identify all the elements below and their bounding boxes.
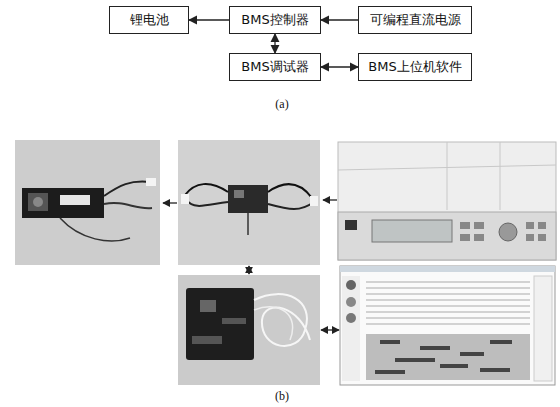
box-text: BMS控制器	[241, 12, 308, 28]
box-text: 可编程直流电源	[370, 12, 461, 28]
box-text: BMS调试器	[241, 59, 308, 75]
arrow-connector	[274, 34, 275, 53]
process-box: BMS上位机软件	[358, 53, 472, 81]
process-box: BMS控制器	[229, 6, 321, 34]
box-text: BMS上位机软件	[368, 59, 461, 75]
process-box: 锂电池	[109, 6, 189, 34]
arrow-connector	[189, 19, 229, 20]
part-label: (a)	[273, 97, 290, 112]
arrow-connector	[321, 66, 358, 67]
process-box: BMS调试器	[229, 53, 321, 81]
arrow-connector	[321, 19, 358, 20]
box-text: 锂电池	[130, 12, 169, 28]
part-label: (b)	[273, 389, 291, 404]
process-box: 可编程直流电源	[358, 6, 472, 34]
